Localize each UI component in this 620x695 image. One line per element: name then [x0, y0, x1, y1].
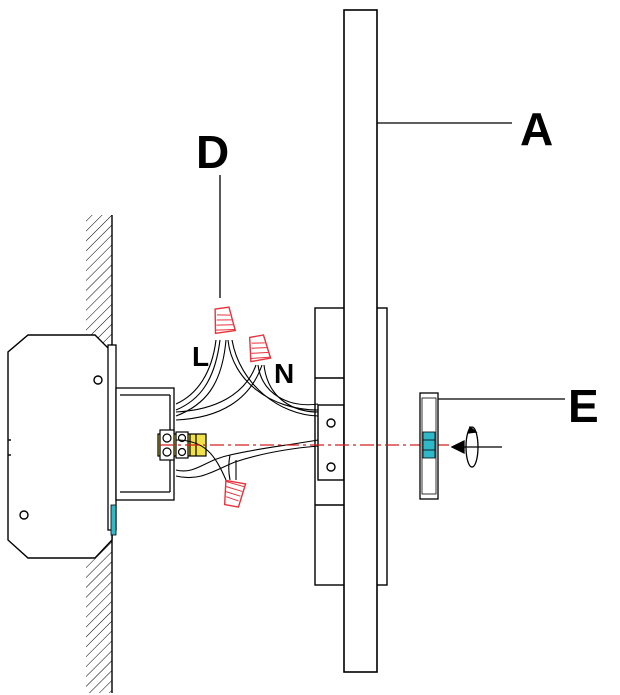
- neutral-wire-label: N: [274, 358, 294, 389]
- decorative-nut-e: [419, 392, 439, 500]
- wires: [175, 339, 319, 481]
- wire-nut-live: [211, 306, 236, 334]
- callout-d-label: D: [196, 126, 229, 178]
- threaded-rod: [157, 429, 207, 461]
- junction-box-screw-hole: [93, 375, 103, 385]
- live-wire-label: L: [192, 341, 209, 372]
- junction-box: [7, 334, 113, 559]
- callout-e-label: E: [568, 380, 599, 432]
- junction-box-screw-hole: [19, 510, 29, 520]
- fixture-panel-a: [343, 9, 378, 673]
- leader-lines: [219, 122, 565, 400]
- wire-nut-ground: [221, 479, 247, 509]
- rotate-arrow-icon: [450, 425, 502, 468]
- callout-a-label: A: [520, 103, 553, 155]
- wire-nut-neutral: [246, 333, 272, 363]
